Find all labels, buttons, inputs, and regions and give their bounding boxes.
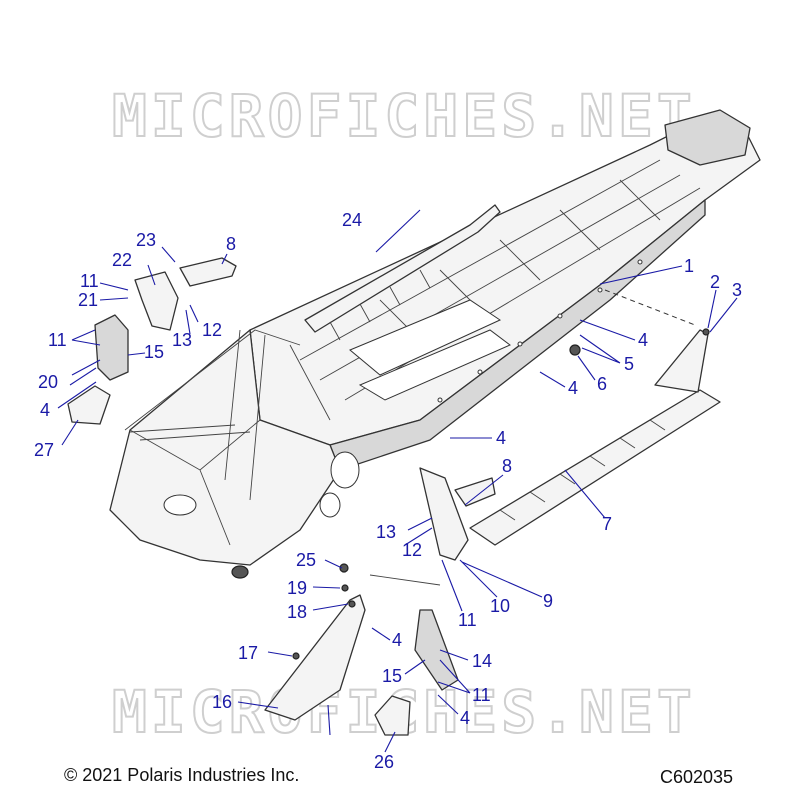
left-upper-bracket [134, 271, 179, 331]
fastener-18 [348, 600, 356, 608]
left-side-panel [94, 314, 129, 381]
running-board [469, 389, 721, 546]
callout-8: 8 [226, 234, 236, 254]
callout-7: 7 [602, 514, 612, 534]
drawing-code: C602035 [660, 767, 734, 787]
callout-4: 4 [40, 400, 50, 420]
bracket-rod-25 [369, 574, 441, 586]
callout-13: 13 [172, 330, 192, 350]
callout-13: 13 [376, 522, 396, 542]
frame-rivets [437, 259, 643, 403]
callouts: 1 2 3 4 4 4 4 4 4 5 6 7 8 8 9 10 11 11 1… [34, 210, 742, 772]
side-panel-16 [264, 594, 366, 721]
callout-12: 12 [202, 320, 222, 340]
upper-rail [304, 204, 501, 333]
cover-26 [374, 695, 411, 736]
callout-10: 10 [490, 596, 510, 616]
callout-20: 20 [38, 372, 58, 392]
callout-4: 4 [568, 378, 578, 398]
callout-4: 4 [496, 428, 506, 448]
callout-9: 9 [543, 591, 553, 611]
callout-11: 11 [48, 330, 67, 350]
callout-5: 5 [624, 354, 634, 374]
callout-27: 27 [34, 440, 54, 460]
callout-17: 17 [238, 643, 258, 663]
callout-12: 12 [402, 540, 422, 560]
callout-4: 4 [392, 630, 402, 650]
watermark-top: MICROFICHES.NET [112, 82, 696, 150]
left-handle [179, 257, 237, 287]
callout-14: 14 [472, 651, 492, 671]
callout-24: 24 [342, 210, 362, 230]
callout-22: 22 [112, 250, 132, 270]
callout-15: 15 [382, 666, 402, 686]
callout-11: 11 [472, 685, 491, 705]
leader-lines [57, 209, 738, 753]
right-handle [454, 477, 496, 507]
callout-18: 18 [287, 602, 307, 622]
side-panel-14 [414, 609, 459, 691]
alignment-line [604, 289, 696, 326]
callout-8: 8 [502, 456, 512, 476]
callout-11: 11 [458, 610, 477, 630]
callout-1: 1 [684, 256, 694, 276]
fastener-25 [339, 563, 349, 573]
chassis-frame [109, 109, 761, 579]
callout-25: 25 [296, 550, 316, 570]
running-board-bracket [654, 329, 709, 393]
callout-15: 15 [144, 342, 164, 362]
callout-3: 3 [732, 280, 742, 300]
callout-4: 4 [460, 708, 470, 728]
callout-4: 4 [638, 330, 648, 350]
fastener-17 [292, 652, 300, 660]
callout-2: 2 [710, 272, 720, 292]
copyright-text: © 2021 Polaris Industries Inc. [64, 765, 300, 785]
right-bracket [419, 467, 469, 561]
callout-11: 11 [80, 271, 99, 291]
callout-26: 26 [374, 752, 394, 772]
fastener-2 [702, 328, 710, 336]
callout-21: 21 [78, 290, 98, 310]
fastener-6 [569, 344, 581, 356]
left-cover-27 [67, 385, 111, 425]
fastener-19 [341, 584, 349, 592]
callout-19: 19 [287, 578, 307, 598]
callout-23: 23 [136, 230, 156, 250]
callout-6: 6 [597, 374, 607, 394]
callout-16: 16 [212, 692, 232, 712]
